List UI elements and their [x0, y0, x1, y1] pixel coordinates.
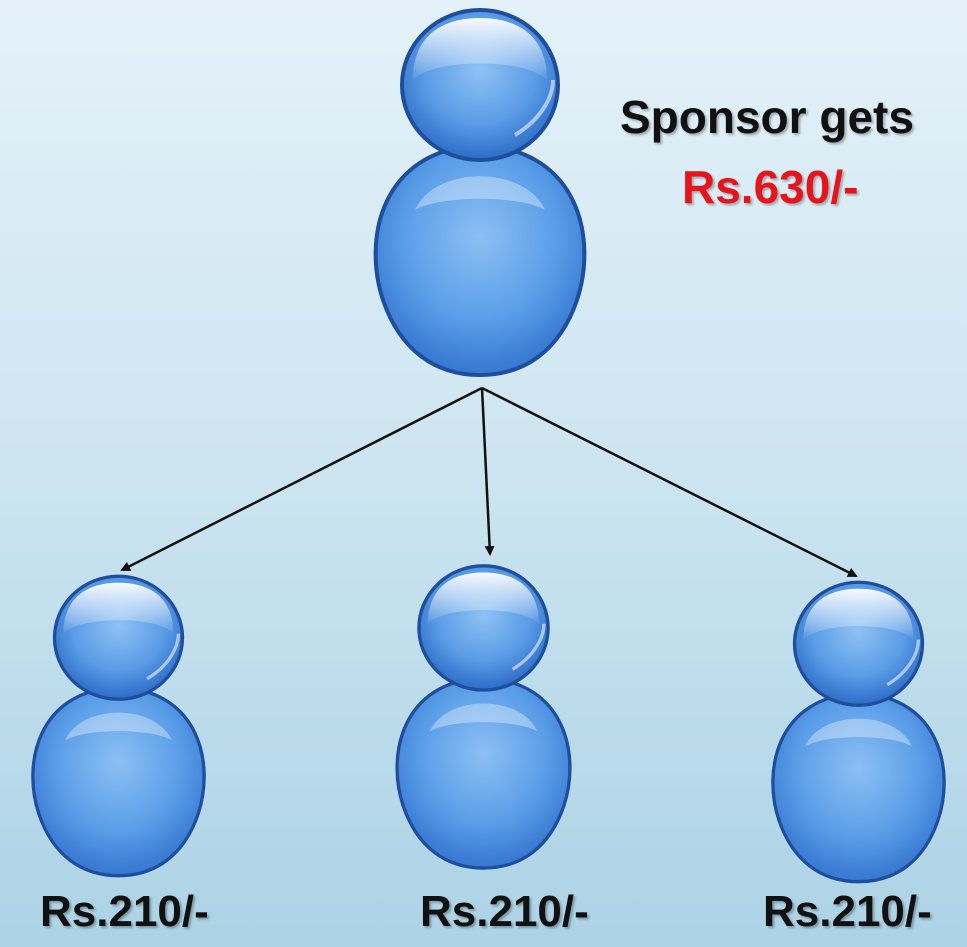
- arrow-to-child-1: [120, 386, 483, 572]
- sponsor-person-icon: [373, 8, 587, 377]
- child-2-person-icon: [395, 564, 572, 870]
- sponsor-amount: Rs.630/-: [682, 161, 859, 213]
- sponsor-title: Sponsor gets: [620, 91, 914, 143]
- arrow-to-child-2: [480, 387, 495, 556]
- arrows: [120, 386, 858, 578]
- child-3-amount: Rs.210/-: [763, 887, 932, 936]
- child-3-person-icon: [771, 580, 946, 884]
- arrow-to-child-3: [481, 386, 858, 578]
- child-1-person-icon: [31, 574, 206, 878]
- child-1-amount: Rs.210/-: [40, 887, 209, 936]
- child-2-amount: Rs.210/-: [420, 887, 589, 936]
